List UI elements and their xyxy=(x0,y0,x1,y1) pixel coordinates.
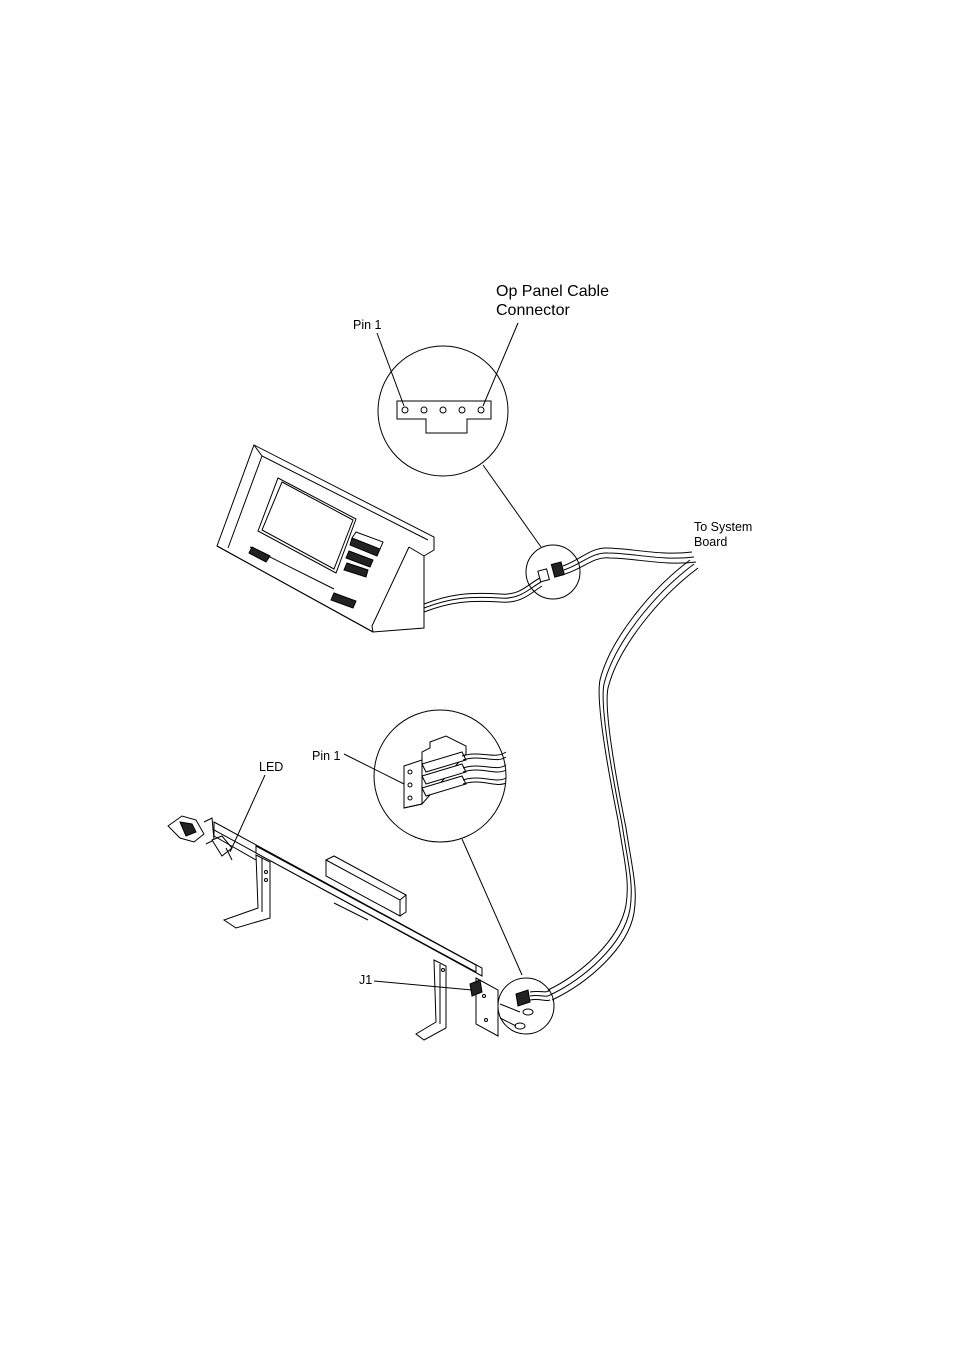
op-panel-connector-label-1: Op Panel Cable xyxy=(496,283,609,300)
to-system-board-label-2: Board xyxy=(694,535,727,549)
op-panel-assembly xyxy=(217,445,434,632)
led-bracket-assembly xyxy=(168,775,554,1040)
pin1-bottom-label: Pin 1 xyxy=(312,749,341,763)
j1-label: J1 xyxy=(359,973,372,987)
led-label: LED xyxy=(259,760,283,774)
op-panel-connector-label-2: Connector xyxy=(496,302,570,319)
pin1-top-label: Pin 1 xyxy=(353,318,382,332)
to-system-board-label-1: To System xyxy=(694,520,752,534)
op-panel-connector-detail xyxy=(377,323,541,547)
j1-connector-detail xyxy=(344,710,522,975)
